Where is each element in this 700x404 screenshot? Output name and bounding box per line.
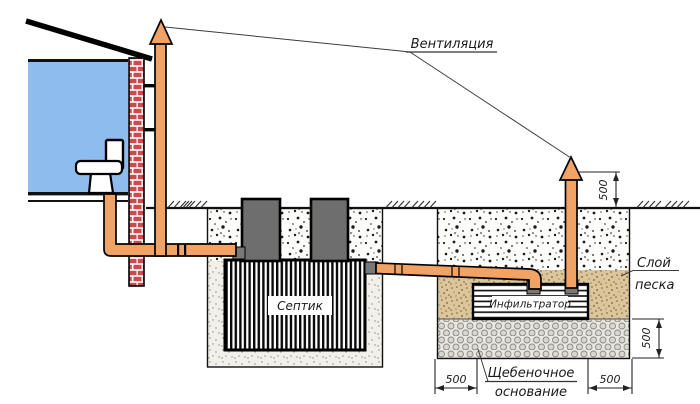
leader-line: [409, 51, 572, 159]
dim-arrow: [589, 385, 597, 391]
gravel-base-layer: [438, 319, 629, 358]
toilet-bowl-rim: [74, 159, 124, 176]
gravel-base-label-line2: основание: [495, 385, 567, 400]
pipe-coupling-mark: [184, 244, 187, 256]
callouts: Вентиляция Слой песка Щебеночное основан…: [164, 26, 679, 400]
house-vent-arrow: [148, 17, 174, 45]
septic-riser-left: [240, 197, 282, 263]
leader-line: [164, 26, 411, 53]
brick-wall: [128, 57, 145, 287]
drain-pipe: [103, 193, 237, 257]
sand-layer-label-line2: песка: [635, 278, 674, 293]
dim-arrow: [656, 349, 662, 357]
dim-arrow: [613, 198, 619, 206]
vent-bracket: [144, 84, 155, 88]
roof-line: [25, 18, 153, 62]
dim-arrow: [656, 320, 662, 328]
house: [25, 18, 153, 287]
ceiling-line: [28, 59, 128, 62]
dim-base-margin-right: 500: [600, 373, 621, 386]
septic-label: Септик: [277, 299, 323, 313]
infiltrator-backfill: [438, 209, 629, 270]
vent-bracket: [144, 128, 155, 132]
pipe-coupling-mark: [177, 244, 180, 256]
pipes: [103, 17, 584, 295]
infiltrator-vent-arrow: [558, 155, 584, 181]
dimensions: 500 500 500 500: [434, 171, 664, 394]
leader-line: [477, 348, 489, 382]
infiltrator-label-bg: [492, 296, 568, 311]
gravel-base-label-line1: Щебеночное: [488, 366, 575, 381]
infiltrator-vent-pipe: [564, 178, 578, 289]
dim-base-margin-left: 500: [446, 373, 467, 386]
floor-line-lower: [28, 200, 128, 202]
dim-arrow: [613, 173, 619, 181]
ventilation-label: Вентиляция: [411, 37, 494, 52]
floor-line-upper: [28, 192, 128, 196]
septic-riser-right: [309, 197, 350, 263]
house-vent-pipe: [154, 42, 167, 257]
infiltrator-pit-outline: [436, 207, 631, 360]
leader-line: [620, 270, 679, 277]
dim-gravel-thickness: 500: [640, 328, 653, 349]
septic-pit: Септик: [206, 197, 384, 368]
dim-arrow: [623, 385, 631, 391]
dim-arrow: [468, 385, 476, 391]
toilet-pedestal: [87, 171, 115, 195]
sand-layer-label-line1: Слой: [637, 256, 671, 271]
infiltrator-pit: Инфильтратор: [436, 207, 631, 360]
septic-label-bg: [268, 296, 332, 315]
dim-arrow: [436, 385, 444, 391]
dim-vent-height: 500: [597, 180, 610, 201]
septic-pit-outline: [206, 207, 384, 368]
toilet: [74, 138, 125, 195]
infiltrator-label: Инфильтратор: [489, 299, 571, 311]
